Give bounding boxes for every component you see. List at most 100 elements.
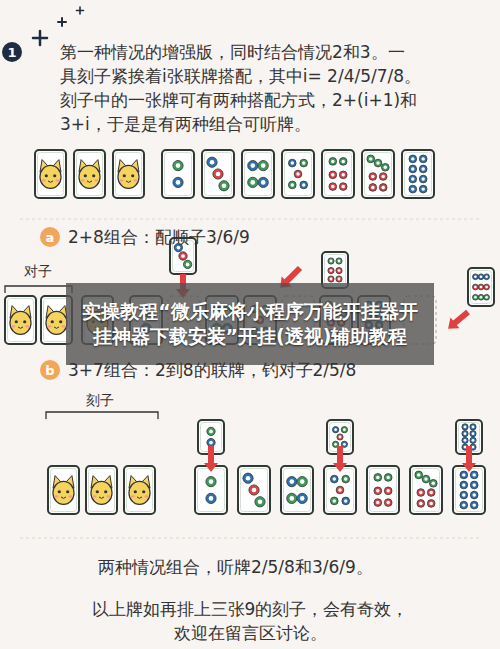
watermark-banner: 实操教程“微乐麻将小程序万能开挂器开挂神器下载安装”开挂(透视)辅助教程 [66, 283, 434, 365]
badge-letter: 1 [7, 46, 16, 59]
arrow-shaft [208, 446, 214, 464]
tile-dot [417, 489, 425, 497]
tile-dot-center [472, 439, 475, 442]
tile-dot [288, 159, 296, 167]
tile-dot [419, 165, 427, 173]
watermark-text: 实操教程“微乐麻将小程序万能开挂器开挂神器下载安装”开挂(透视)辅助教程 [74, 299, 426, 349]
tile-dot-center [344, 499, 347, 502]
cat-cheek [120, 179, 124, 181]
tile-dot [339, 171, 347, 179]
dot-tile [410, 466, 442, 514]
tile-dot-center [485, 275, 488, 278]
cat-tile [86, 466, 117, 514]
arrow-shaft [466, 446, 472, 464]
tile-body [242, 150, 274, 198]
tile-dot-center [472, 483, 475, 486]
tile-dot [330, 475, 338, 483]
tile-dot [213, 169, 223, 179]
tile-dot [379, 184, 387, 192]
tile-dot [473, 274, 479, 280]
cat-eye [123, 174, 126, 177]
option-heading: 2+8组合：配顺子3/6/9 [68, 226, 250, 249]
tile-dot [419, 185, 427, 193]
cat-cheek [81, 179, 85, 181]
plus-mark [58, 18, 66, 26]
tile-dot [249, 485, 259, 495]
tile-dot-center [464, 432, 467, 435]
tile-dot [460, 501, 468, 509]
tile-dot [427, 500, 435, 508]
tile-dot-center [210, 160, 215, 165]
tile-dot-center [302, 183, 305, 186]
cat-eye [58, 490, 61, 493]
cat-cheek [55, 495, 59, 497]
dot-tile [362, 150, 394, 198]
tile-dot [460, 471, 468, 479]
tile-inner [285, 153, 312, 196]
tile-dot-center [376, 161, 379, 164]
tile-dot [288, 181, 296, 189]
tile-dot [336, 267, 342, 273]
tile-dot-center [181, 254, 185, 258]
tile-dot-center [289, 496, 294, 501]
tile-dot-center [376, 489, 379, 492]
tile-dot-center [216, 172, 221, 177]
tile-dot [409, 185, 417, 193]
tile-dot [243, 473, 253, 483]
tile-dot [478, 284, 484, 290]
tile-dot-center [381, 175, 384, 178]
tile-dot [328, 267, 334, 273]
plus-decoration [33, 7, 84, 45]
tile-dot [470, 431, 476, 437]
tile-dot-center [386, 489, 389, 492]
cat-mouth [61, 497, 66, 498]
tile-dot-center [261, 180, 266, 185]
tile-dot [484, 284, 490, 290]
tile-inner [471, 271, 492, 304]
tile-dot-center [338, 488, 341, 491]
tile-dot [460, 481, 468, 489]
tile-dot-center [302, 161, 305, 164]
cat-mouth [137, 497, 142, 498]
tile-dot [287, 493, 297, 503]
cat-eye [131, 174, 134, 177]
red-arrow [333, 446, 347, 472]
tile-dot-center [421, 177, 424, 180]
tile-dot [473, 284, 479, 290]
tile-dot [328, 258, 334, 264]
tile-dot-center [411, 187, 414, 190]
tile-dot-center [341, 160, 344, 163]
tile-dot-center [334, 428, 337, 431]
tile-body [238, 466, 270, 514]
tile-inner [38, 153, 64, 196]
tile-dot [409, 155, 417, 163]
tile-body [367, 466, 399, 514]
tile-dot [369, 173, 377, 181]
group-bracket [5, 286, 72, 293]
tile-dot-center [474, 275, 477, 278]
tile-dot-center [331, 173, 334, 176]
tile-inner [205, 153, 232, 196]
group-bracket [46, 412, 158, 419]
tile-inner [365, 153, 392, 196]
cat-eye [104, 490, 107, 493]
dot-tile [367, 466, 399, 514]
tile-dot-center [338, 260, 341, 263]
tile-dot [419, 175, 427, 183]
tile-dot [341, 427, 347, 433]
tile-dot-center [289, 479, 294, 484]
cat-cheek [93, 495, 97, 497]
tile-dot-center [480, 286, 483, 289]
cat-eye [84, 174, 87, 177]
step-badge: 1 [2, 42, 22, 62]
cat-cheek [12, 325, 16, 327]
tile-inner [8, 299, 34, 342]
tile-dot [173, 160, 183, 170]
tile-dot-center [338, 269, 341, 272]
tile-dot-center [209, 430, 213, 434]
tile-inner [127, 469, 153, 512]
tile-dot-center [341, 185, 344, 188]
tile-dot [207, 438, 215, 446]
tile-body [195, 466, 227, 514]
